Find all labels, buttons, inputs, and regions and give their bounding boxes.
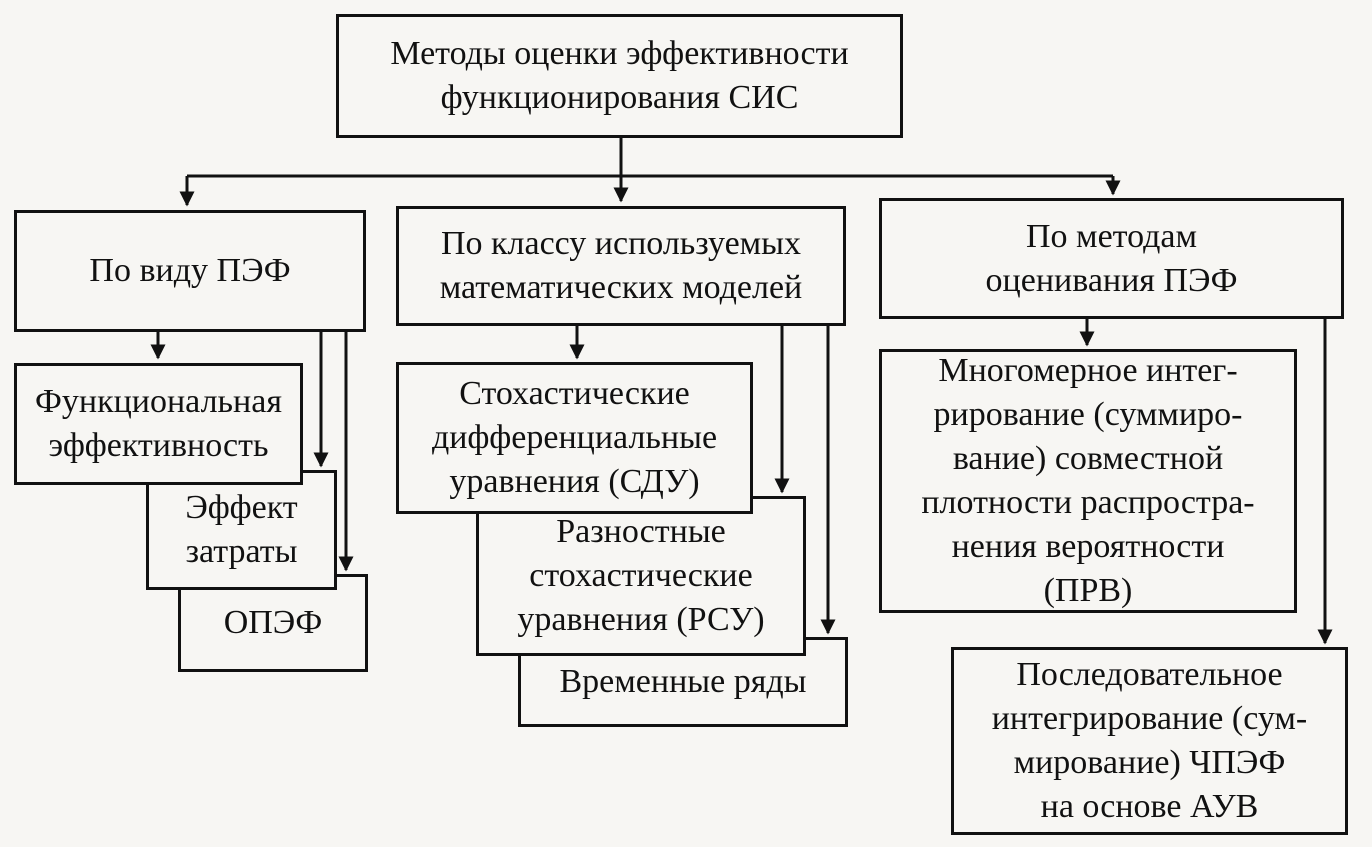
leaf-label-2-2: Разностные стохастические уравнения (РСУ… <box>517 513 765 638</box>
leaf-label-3-1: Многомерное интег- рирование (суммиро- в… <box>921 352 1255 609</box>
root-node: Методы оценки эффективности функциониров… <box>336 14 903 138</box>
category-label-2: По классу используемых математических мо… <box>439 225 803 306</box>
leaf-label-2-3: Временные ряды <box>559 663 807 700</box>
root-label: Методы оценки эффективности функциониров… <box>390 35 849 116</box>
leaf-node-1-1: Функциональная эффективность <box>14 363 303 485</box>
leaf-label-3-2: Последовательное интегрирование (сум- ми… <box>991 656 1308 825</box>
category-label-3: По методам оценивания ПЭФ <box>985 217 1238 299</box>
leaf-node-2-1: Стохастические дифференциальные уравнени… <box>396 362 753 514</box>
leaf-node-1-2: Эффект затраты <box>146 470 337 590</box>
leaf-label-2-1: Стохастические дифференциальные уравнени… <box>431 375 718 500</box>
leaf-label-1-1: Функциональная эффективность <box>35 383 282 464</box>
category-node-2: По классу используемых математических мо… <box>396 206 846 326</box>
leaf-node-2-2: Разностные стохастические уравнения (РСУ… <box>476 496 806 656</box>
leaf-label-1-2: Эффект затраты <box>185 489 298 570</box>
category-label-1: По виду ПЭФ <box>89 252 291 289</box>
leaf-node-3-1: Многомерное интег- рирование (суммиро- в… <box>879 349 1297 613</box>
leaf-node-3-2: Последовательное интегрирование (сум- ми… <box>951 647 1348 835</box>
category-node-3: По методам оценивания ПЭФ <box>879 198 1344 319</box>
leaf-node-1-3: ОПЭФ <box>178 574 368 672</box>
leaf-label-1-3: ОПЭФ <box>223 604 323 641</box>
category-node-1: По виду ПЭФ <box>14 210 366 332</box>
